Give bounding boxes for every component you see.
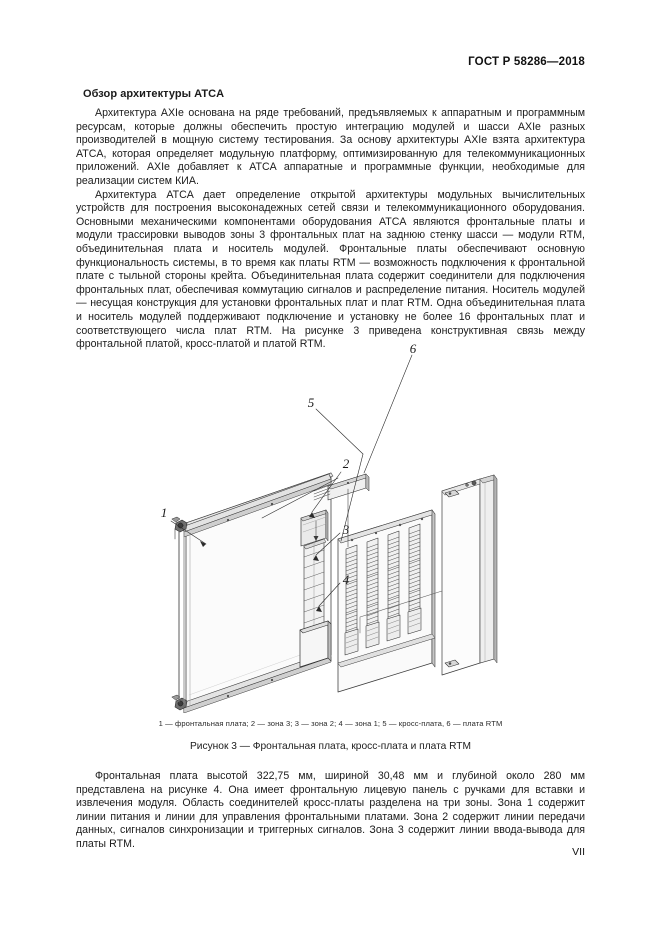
figure-caption: Рисунок 3 — Фронтальная плата, кросс-пла… xyxy=(189,741,472,752)
front-panel-struts xyxy=(178,528,191,707)
backplane-cross-board xyxy=(337,509,436,693)
section-title: Обзор архитектуры ATCA xyxy=(83,88,225,100)
body-content: Обзор архитектуры ATCA Архитектура AXIe … xyxy=(76,88,585,352)
callout-1: 1 xyxy=(161,505,168,520)
zone1-connector-block xyxy=(299,620,332,668)
callout-4: 4 xyxy=(343,572,350,587)
running-header: ГОСТ Р 58286—2018 xyxy=(468,56,585,68)
ejector-handle-top xyxy=(171,516,188,540)
callout-5: 5 xyxy=(308,395,315,410)
backplane-connector-columns xyxy=(344,523,422,656)
callout-labels: 1 2 3 4 5 6 xyxy=(161,341,417,587)
rtm-board xyxy=(359,474,498,676)
figure-legend: 1 — фронтальная плата; 2 — зона 3; 3 — з… xyxy=(158,719,503,728)
assembly-link-lines xyxy=(313,520,319,542)
figure-3-technical-drawing: 1 2 3 4 5 6 xyxy=(76,333,585,713)
callout-3: 3 xyxy=(342,522,350,537)
paragraph-2: Архитектура ATCA дает определение открыт… xyxy=(76,188,585,351)
zone3-connector-block xyxy=(300,509,329,547)
paragraph-1: Архитектура AXIe основана на ряде требов… xyxy=(76,107,585,187)
rtm-top-hardware xyxy=(465,480,477,487)
page-number: VII xyxy=(572,846,585,858)
callout-6: 6 xyxy=(410,341,417,356)
callout-arrowheads xyxy=(200,512,322,612)
callout-leaders xyxy=(170,354,413,607)
paragraph-3: Фронтальная плата высотой 322,75 мм, шир… xyxy=(76,770,585,850)
callout-2: 2 xyxy=(343,456,350,471)
zone2-connector-column xyxy=(303,538,327,638)
body-content-bottom: Фронтальная плата высотой 322,75 мм, шир… xyxy=(76,770,585,852)
